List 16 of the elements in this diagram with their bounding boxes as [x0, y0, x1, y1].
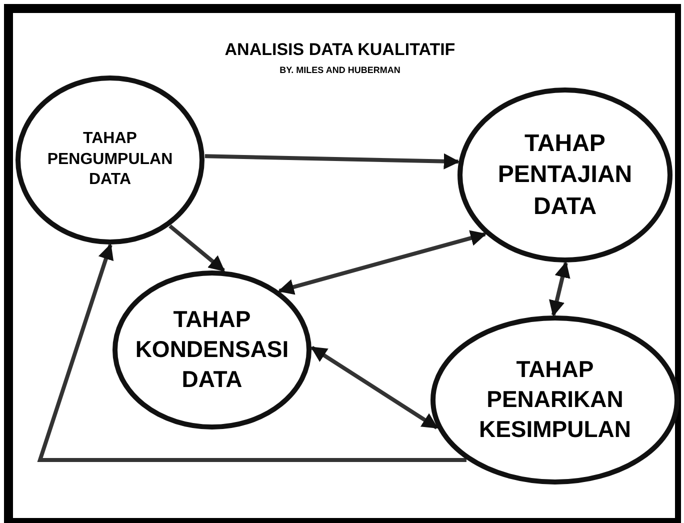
- stage-ellipse: [457, 87, 673, 263]
- stage-label: TAHAP PENTAJIAN DATA: [496, 129, 634, 222]
- subtitle: BY. MILES AND HUBERMAN: [278, 65, 402, 75]
- arrow: [204, 153, 460, 170]
- diagram-title: ANALISIS DATA KUALITATIF: [224, 40, 456, 60]
- arrow: [37, 243, 466, 462]
- stage-label: TAHAP PENARIKAN KESIMPULAN: [478, 355, 632, 444]
- stage-ellipse: [430, 315, 680, 485]
- stage-ellipse: [112, 270, 312, 430]
- stage-ellipse: [15, 75, 205, 245]
- arrow: [168, 224, 226, 272]
- stage-label: TAHAP KONDENSASI DATA: [134, 305, 290, 394]
- arrow: [278, 230, 487, 295]
- stage-label: TAHAP PENGUMPULAN DATA: [46, 128, 174, 190]
- arrow: [310, 346, 438, 430]
- arrow: [548, 261, 570, 317]
